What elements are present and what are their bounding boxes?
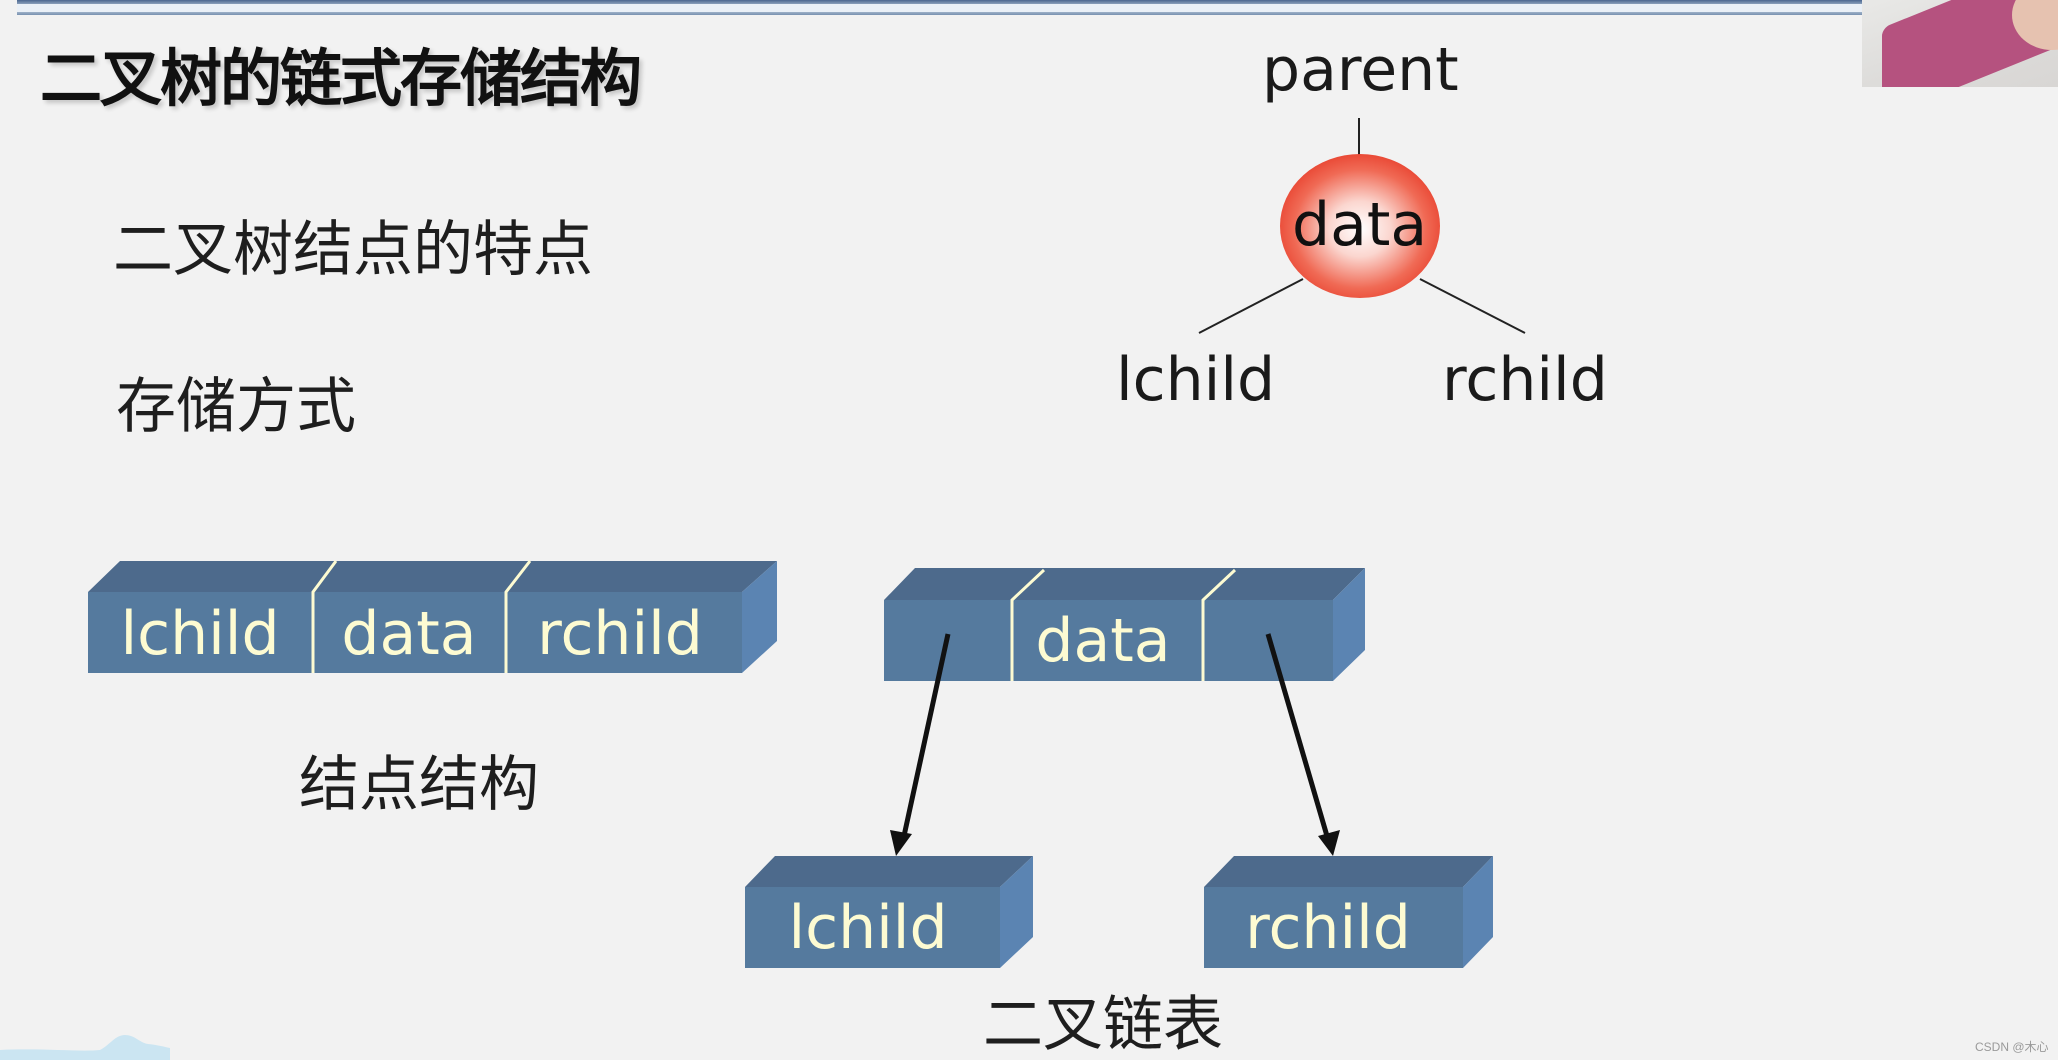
child-pointer-arrows — [890, 633, 1340, 856]
tree-node-ball — [1280, 154, 1440, 298]
linked-list-caption: 二叉链表 — [983, 990, 1223, 1060]
rchild-box: rchild — [1204, 856, 1493, 968]
header-rule-dark — [17, 0, 1862, 4]
watermark: CSDN @木心 — [1975, 1040, 2049, 1054]
tree-lchild-label: lchild — [1116, 345, 1276, 415]
node-structure-caption: 结点结构 — [299, 750, 539, 820]
header-strip — [17, 4, 1862, 12]
tree-parent-label: parent — [1262, 35, 1459, 105]
header-rule-light — [17, 12, 1862, 15]
lchild-box: lchild — [745, 856, 1033, 968]
linked-list-root-box: data — [884, 568, 1365, 681]
rchild-label: rchild — [1245, 893, 1411, 963]
tree-rchild-label: rchild — [1442, 345, 1608, 415]
arrow-right-head — [1318, 830, 1340, 856]
tree-connectors — [1198, 118, 1526, 334]
root-field-data: data — [1035, 606, 1170, 676]
lchild-label: lchild — [788, 893, 947, 963]
field-lchild: lchild — [120, 599, 279, 669]
arrow-left-head — [890, 830, 912, 856]
webcam-overlay — [1862, 0, 2058, 87]
tree-node-label: data — [1292, 190, 1428, 260]
bottom-wave-decoration — [0, 1035, 170, 1060]
bullet-storage-method: 存储方式 — [116, 372, 356, 442]
node-structure-box: lchild data rchild — [88, 560, 777, 673]
bullet-node-features: 二叉树结点的特点 — [113, 215, 593, 285]
field-data: data — [341, 599, 476, 669]
field-rchild: rchild — [537, 599, 703, 669]
slide-title: 二叉树的链式存储结构 — [40, 42, 642, 115]
